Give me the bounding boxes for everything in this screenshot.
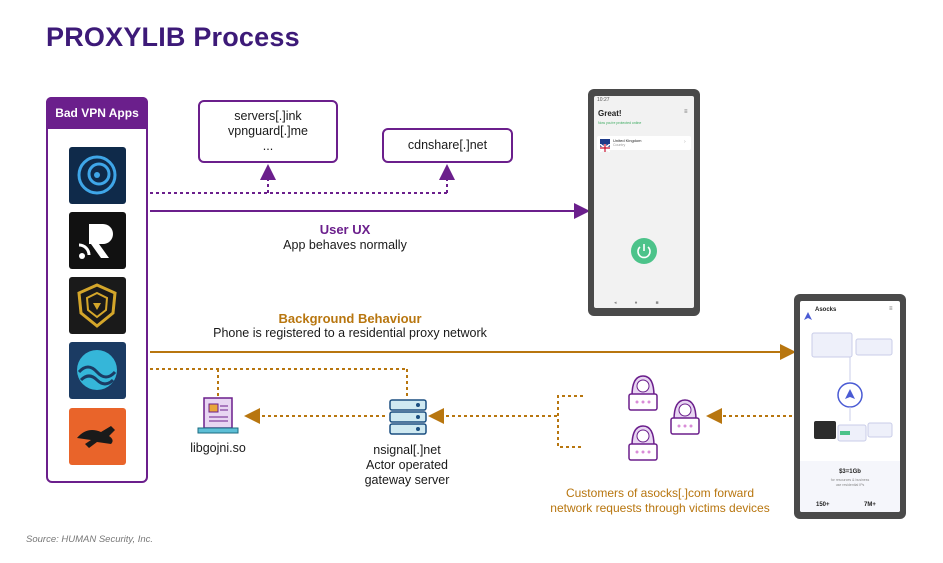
asocks-menu-icon[interactable]: ≡ <box>889 306 893 312</box>
asocks-logo-icon <box>804 307 812 320</box>
gateway-line2: Actor operated <box>366 458 448 472</box>
domains-box-1: servers[.]ink vpnguard[.]me ... <box>198 100 338 163</box>
uk-flag-icon <box>599 139 611 153</box>
network-illustration <box>811 332 893 442</box>
library-label: libgojni.so <box>190 441 246 455</box>
country-row[interactable]: United Kingdom Country › <box>597 136 691 153</box>
vpn-app-fox-icon <box>69 408 126 465</box>
customers-line1: Customers of asocks[.]com forward <box>565 486 755 500</box>
page-title: PROXYLIB Process <box>46 22 300 52</box>
country-name: United Kingdom <box>613 138 642 143</box>
vpn-app-r-logo-icon <box>69 212 126 269</box>
hacker-icon <box>628 425 658 461</box>
nav-bar: ◂●■ <box>614 300 677 306</box>
background-text: Phone is registered to a residential pro… <box>213 326 487 340</box>
hacker-icon <box>670 399 700 435</box>
phone-heading: Great! <box>598 109 622 118</box>
vpn-app-wave-icon <box>69 342 126 399</box>
asocks-price-sub2: use residential IPs <box>835 483 865 487</box>
asocks-price-sub: for resources & business <box>830 478 870 482</box>
domain-ellipsis: ... <box>262 139 274 153</box>
hacker-icon <box>628 375 658 411</box>
source-credit: Source: HUMAN Security, Inc. <box>26 534 154 545</box>
power-icon <box>637 244 651 259</box>
asocks-screen: Asocks ≡ $3=1Gb for resources & business… <box>800 301 900 512</box>
menu-icon[interactable]: ≡ <box>684 109 688 115</box>
domain-servers: servers[.]ink <box>234 109 302 123</box>
apps-panel-heading: Bad VPN Apps <box>46 97 148 129</box>
asocks-price: $3=1Gb <box>839 469 861 475</box>
user-ux-heading: User UX <box>319 222 371 237</box>
pricing-section <box>800 461 900 512</box>
phone-mockup-vpn: 10:27 Great! ≡ Now you're protected onli… <box>588 89 700 316</box>
domain-cdnshare: cdnshare[.]net <box>407 138 488 152</box>
vpn-app-spiral-icon <box>69 147 126 204</box>
library-file-icon <box>196 396 240 436</box>
asocks-stat-2: 7M+ <box>864 502 876 508</box>
phone-mockup-asocks: Asocks ≡ $3=1Gb for resources & business… <box>794 294 906 519</box>
asocks-stat-1: 150+ <box>816 502 830 508</box>
server-icon <box>386 398 430 436</box>
asocks-brand: Asocks <box>815 307 837 313</box>
domain-vpnguard: vpnguard[.]me <box>228 124 308 138</box>
user-ux-text: App behaves normally <box>283 238 407 252</box>
chevron-right-icon: › <box>684 139 686 145</box>
domains-box-2: cdnshare[.]net <box>382 128 513 163</box>
gateway-line3: gateway server <box>364 473 450 487</box>
vpn-app-shield-icon <box>69 277 126 334</box>
customers-line2: network requests through victims devices <box>550 501 770 515</box>
phone-screen: 10:27 Great! ≡ Now you're protected onli… <box>594 96 694 308</box>
customers-bracket <box>557 395 583 448</box>
background-heading: Background Behaviour <box>278 311 422 326</box>
status-time: 10:27 <box>597 97 610 103</box>
country-sub: Country <box>613 143 626 147</box>
phone-subtext: Now you're protected online <box>598 121 642 125</box>
power-button[interactable] <box>631 238 657 264</box>
gateway-domain: nsignal[.]net <box>373 443 441 457</box>
